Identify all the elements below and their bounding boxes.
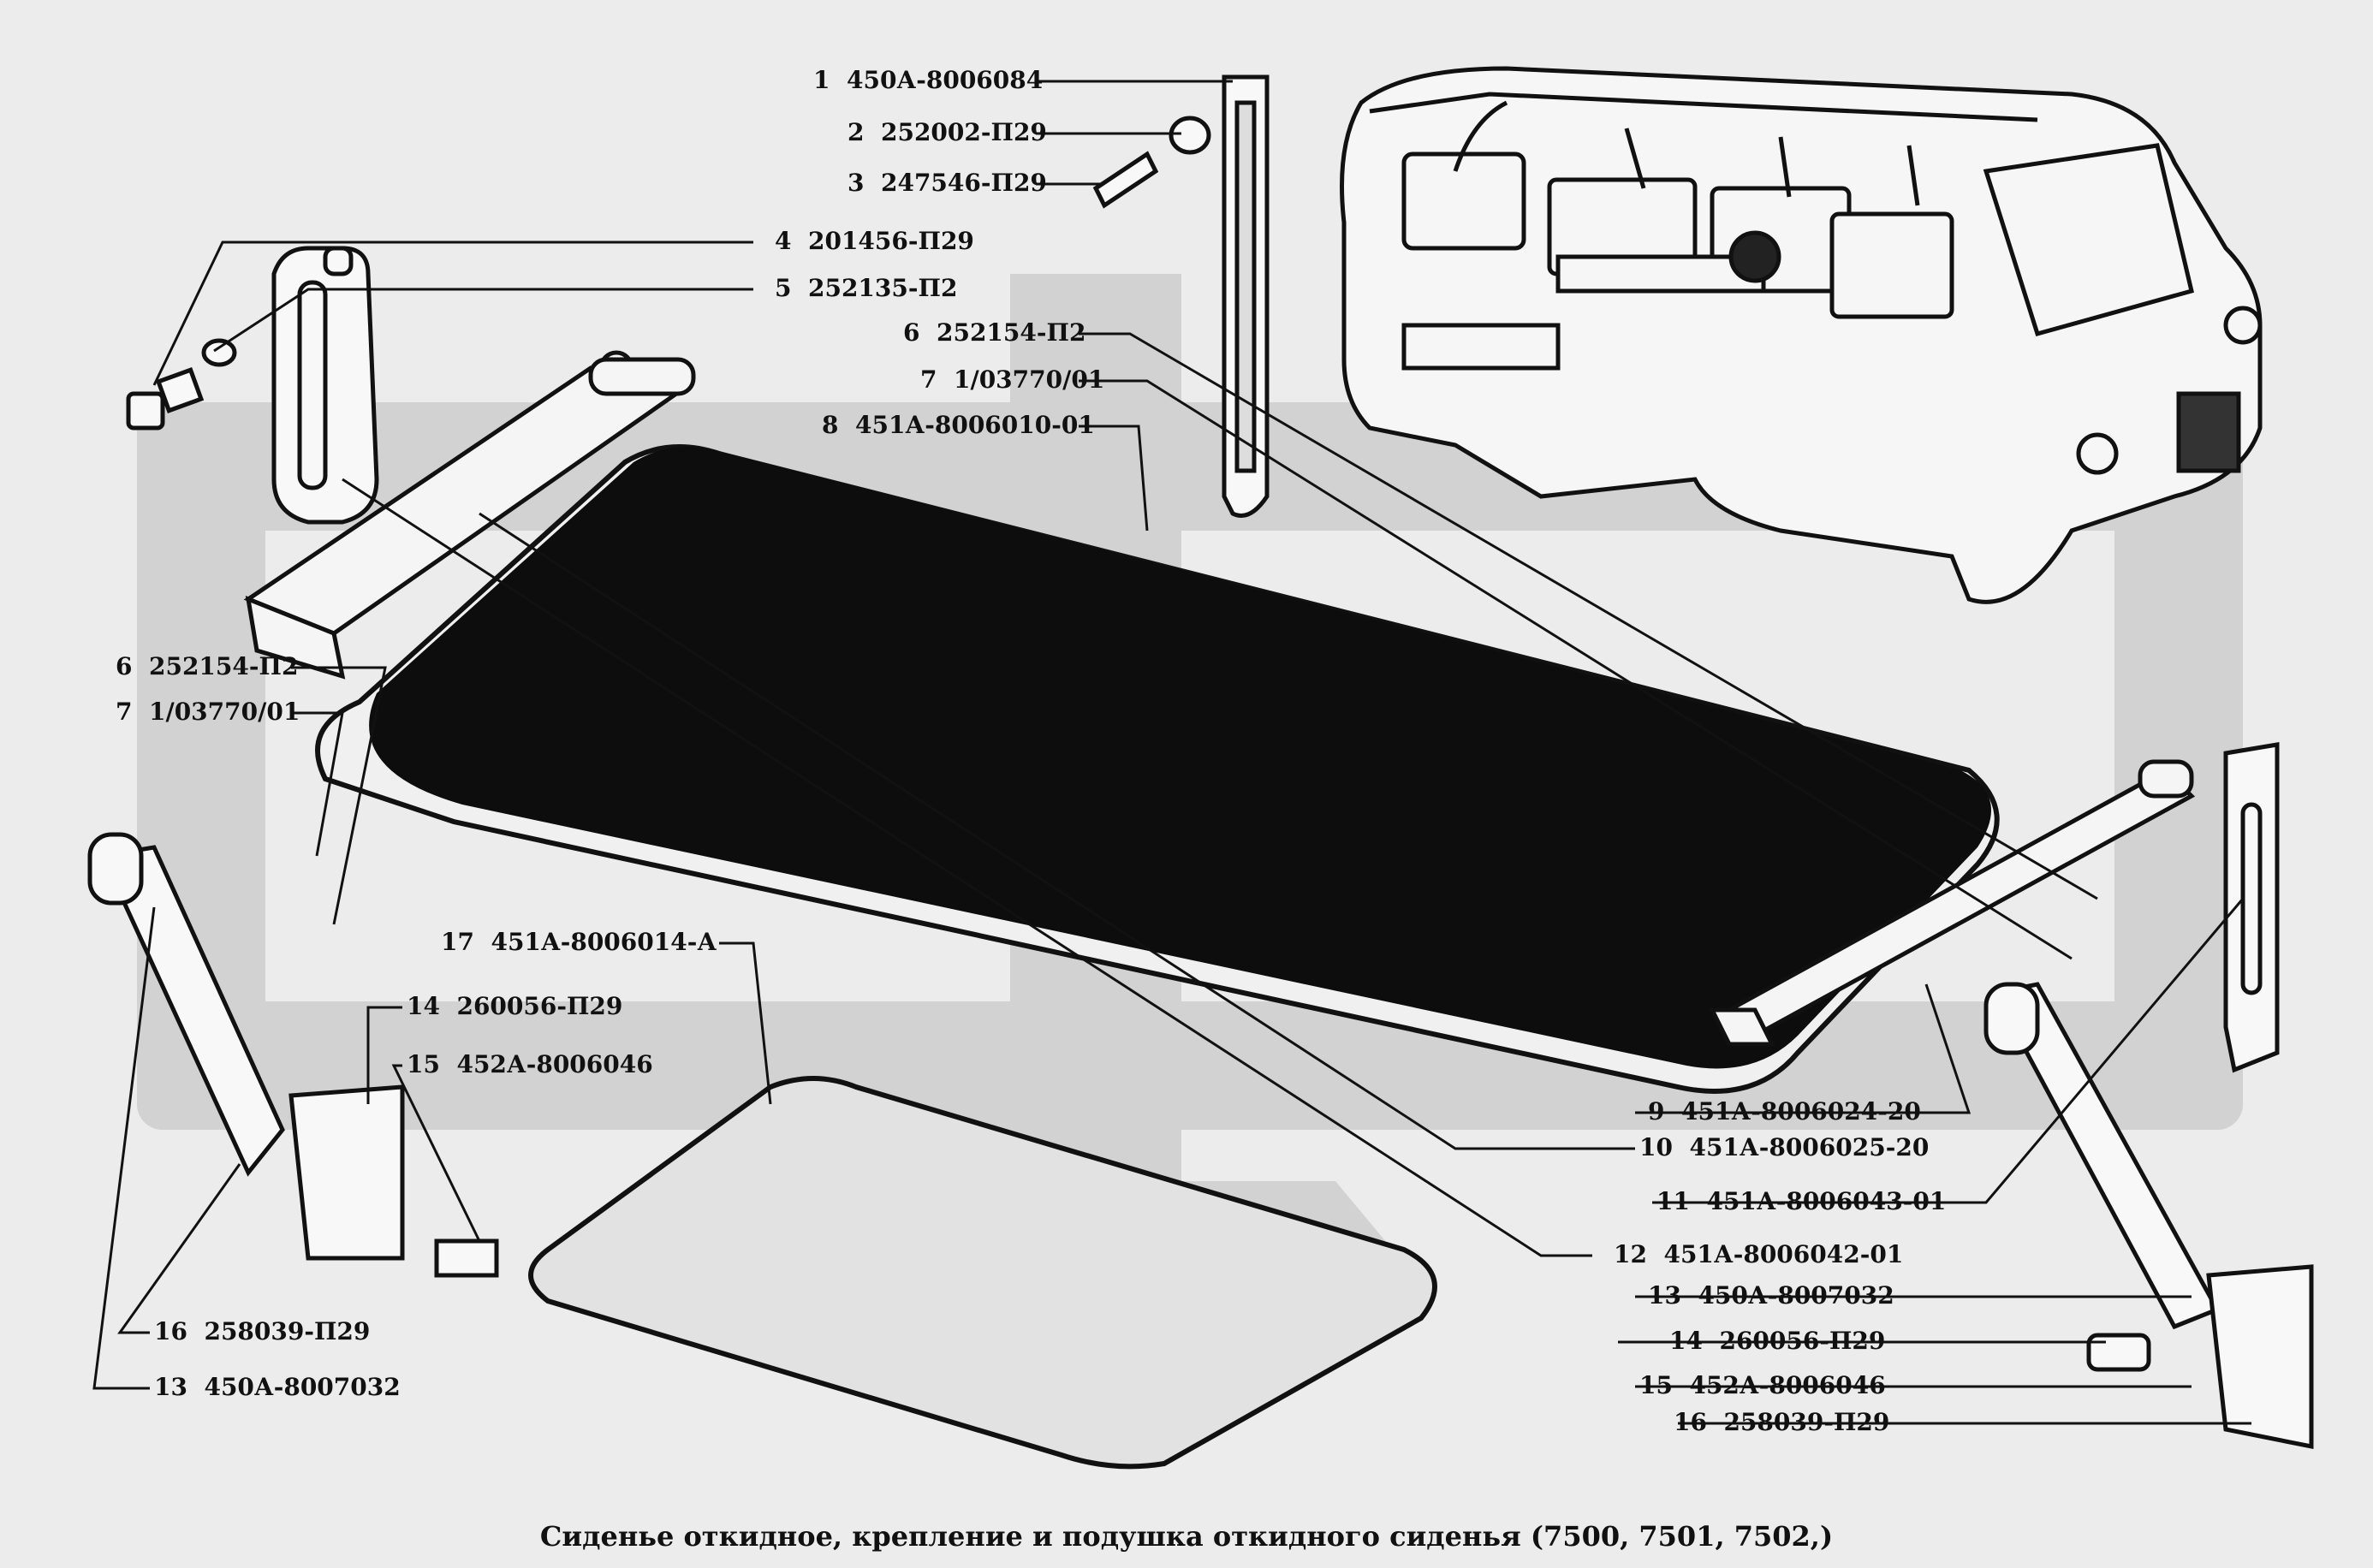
callout-2: 2 252002-П29 (848, 118, 1047, 146)
left-hinge-bar (243, 350, 696, 680)
callout-8: 8 451А-8006010-01 (822, 411, 1095, 439)
callout-16-right: 16 258039-П29 (1674, 1408, 1890, 1436)
figure-caption: Сиденье откидное, крепление и подушка от… (539, 1520, 1834, 1553)
callout-10: 10 451А-8006025-20 (1639, 1133, 1930, 1161)
left-bracket (271, 246, 379, 525)
van-body (1340, 66, 2263, 604)
callout-7-left: 7 1/03770/01 (116, 698, 300, 726)
callout-6-left: 6 252154-П2 (116, 652, 299, 680)
callout-6-top: 6 252154-П2 (903, 318, 1086, 347)
callout-14-right: 14 260056-П29 (1669, 1327, 1886, 1355)
callout-13-right: 13 450А-8007032 (1648, 1281, 1894, 1310)
seat-panel (315, 444, 2000, 1094)
callout-3: 3 247546-П29 (848, 169, 1047, 197)
right-strut (1983, 982, 2314, 1450)
strap-top (1092, 74, 1270, 518)
callout-14-left: 14 260056-П29 (407, 992, 623, 1020)
callout-5: 5 252135-П2 (775, 274, 958, 302)
callout-1: 1 450А-8006084 (813, 66, 1044, 94)
seat-cushion (528, 1076, 1437, 1470)
callout-15-left: 15 452А-8006046 (407, 1050, 653, 1078)
leader-lines (92, 80, 2251, 1425)
right-bracket (2223, 742, 2280, 1073)
callout-11: 11 451А-8006043-01 (1656, 1187, 1947, 1215)
callout-4: 4 201456-П29 (775, 227, 974, 255)
callout-13-left: 13 450А-8007032 (154, 1373, 401, 1401)
callout-9: 9 451А-8006024-20 (1648, 1097, 1921, 1126)
callout-17: 17 451А-8006014-А (441, 928, 717, 956)
callout-7-top: 7 1/03770/01 (920, 365, 1105, 394)
callout-15-right: 15 452А-8006046 (1639, 1371, 1886, 1399)
callout-12: 12 451А-8006042-01 (1614, 1240, 1904, 1268)
left-strut (87, 832, 499, 1278)
right-hinge-bar (1708, 759, 2196, 1047)
callout-16-left: 16 258039-П29 (154, 1317, 371, 1345)
bolt-left (126, 338, 237, 431)
